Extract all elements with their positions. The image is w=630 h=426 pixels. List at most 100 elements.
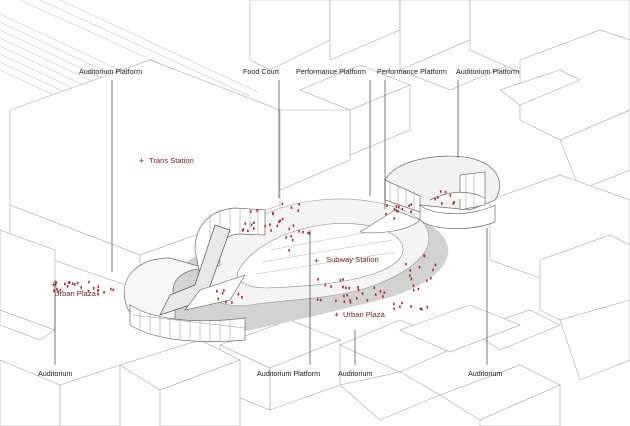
person-dot bbox=[88, 280, 90, 284]
person-dot bbox=[393, 208, 396, 211]
label-auditorium-platform-right: Auditorium Platform bbox=[456, 67, 519, 76]
person-dot bbox=[256, 209, 258, 212]
person-dot bbox=[288, 249, 290, 252]
person-dot bbox=[374, 293, 377, 296]
label-performance-platform-1: Performance Platform bbox=[296, 67, 366, 76]
person-dot bbox=[56, 290, 59, 293]
person-dot bbox=[423, 254, 426, 258]
person-dot bbox=[409, 269, 412, 272]
person-dot bbox=[297, 209, 299, 212]
person-dot bbox=[253, 227, 255, 230]
person-dot bbox=[419, 307, 422, 310]
person-dot bbox=[412, 288, 415, 292]
person-dot bbox=[237, 292, 240, 296]
plus-icon: + bbox=[314, 256, 319, 266]
person-dot bbox=[453, 201, 455, 204]
person-dot bbox=[278, 220, 280, 224]
person-dot bbox=[59, 289, 62, 292]
person-dot bbox=[441, 202, 443, 205]
person-dot bbox=[386, 204, 388, 207]
person-dot bbox=[410, 305, 412, 308]
person-dot bbox=[67, 281, 70, 284]
person-dot bbox=[290, 234, 292, 238]
person-dot bbox=[339, 279, 342, 282]
person-dot bbox=[281, 217, 284, 221]
person-dot bbox=[269, 223, 271, 226]
plus-icon: + bbox=[51, 280, 56, 290]
urban-plaza-left-label: Urban Plaza bbox=[54, 289, 97, 298]
person-dot bbox=[216, 289, 218, 293]
person-dot bbox=[432, 268, 434, 272]
person-dot bbox=[393, 307, 395, 310]
person-dot bbox=[112, 288, 114, 292]
person-dot bbox=[103, 291, 105, 294]
person-dot bbox=[393, 217, 395, 220]
person-dot bbox=[449, 194, 452, 197]
person-dot bbox=[397, 210, 399, 213]
marker-trans-station: + Trans Station bbox=[139, 156, 194, 166]
person-dot bbox=[343, 294, 345, 298]
person-dot bbox=[410, 277, 413, 281]
person-dot bbox=[398, 205, 400, 209]
marker-subway-station: + Subway Station bbox=[314, 255, 379, 266]
person-dot bbox=[434, 197, 436, 201]
person-dot bbox=[345, 286, 347, 290]
person-dot bbox=[231, 301, 233, 304]
person-dot bbox=[54, 283, 57, 287]
person-dot bbox=[97, 285, 100, 288]
person-dot bbox=[53, 289, 55, 293]
person-dot bbox=[270, 229, 272, 232]
person-dot bbox=[444, 190, 447, 194]
person-dot bbox=[410, 210, 412, 213]
person-dot bbox=[223, 289, 225, 292]
people-dots bbox=[53, 190, 455, 311]
person-dot bbox=[110, 287, 112, 291]
person-dot bbox=[343, 300, 346, 303]
person-dot bbox=[395, 209, 398, 212]
person-dot bbox=[349, 301, 352, 304]
person-dot bbox=[348, 286, 351, 290]
person-dot bbox=[405, 262, 407, 266]
label-auditorium-left: Auditorium bbox=[38, 369, 72, 378]
person-dot bbox=[249, 210, 252, 213]
person-dot bbox=[316, 298, 319, 301]
person-dot bbox=[399, 305, 401, 309]
person-dot bbox=[382, 295, 384, 298]
person-dot bbox=[250, 223, 253, 226]
person-dot bbox=[452, 202, 455, 205]
person-dot bbox=[335, 299, 337, 303]
person-dot bbox=[383, 291, 386, 294]
person-dot bbox=[291, 238, 294, 242]
person-dot bbox=[319, 298, 322, 302]
person-dot bbox=[281, 202, 284, 206]
person-dot bbox=[97, 288, 100, 292]
person-dot bbox=[288, 227, 291, 231]
person-dot bbox=[317, 278, 319, 281]
person-dot bbox=[408, 204, 410, 207]
person-dot bbox=[385, 212, 387, 216]
person-dot bbox=[437, 196, 439, 199]
person-dot bbox=[55, 281, 57, 284]
main-structure bbox=[123, 155, 500, 342]
person-dot bbox=[324, 283, 327, 287]
person-dot bbox=[92, 286, 95, 290]
person-dot bbox=[221, 292, 224, 295]
person-dot bbox=[272, 212, 274, 216]
person-dot bbox=[401, 301, 403, 305]
person-dot bbox=[264, 224, 266, 228]
person-dot bbox=[247, 229, 249, 233]
person-dot bbox=[285, 236, 287, 239]
person-dot bbox=[56, 287, 58, 291]
label-performance-platform-2: Performance Platform bbox=[377, 67, 447, 76]
person-dot bbox=[430, 276, 432, 280]
person-dot bbox=[241, 229, 244, 232]
person-dot bbox=[412, 284, 415, 287]
person-dot bbox=[361, 292, 364, 295]
person-dot bbox=[97, 292, 99, 296]
person-dot bbox=[68, 281, 71, 284]
person-dot bbox=[426, 279, 428, 282]
person-dot bbox=[421, 307, 423, 311]
person-dot bbox=[418, 265, 421, 269]
